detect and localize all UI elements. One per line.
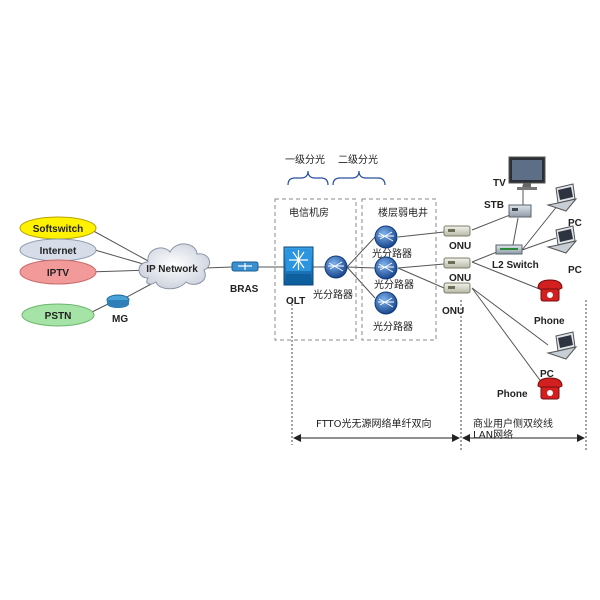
bras-router: BRAS bbox=[230, 261, 259, 295]
phone-2-label: Phone bbox=[497, 389, 528, 400]
ip-network-label: IP Network bbox=[146, 264, 198, 275]
olt-device: OLT bbox=[283, 246, 314, 307]
splitter-1-icon bbox=[374, 225, 398, 249]
pc-3-label: PC bbox=[540, 369, 554, 380]
svg-text:Softswitch: Softswitch bbox=[33, 224, 84, 235]
telecom-room-label: 电信机房 bbox=[289, 206, 329, 219]
pstn-node: PSTN bbox=[21, 303, 95, 327]
pc-3-laptop-icon bbox=[546, 331, 578, 360]
pc-2-laptop-icon bbox=[546, 225, 578, 254]
telecom-room-box bbox=[274, 198, 357, 341]
olt-label: OLT bbox=[286, 296, 305, 307]
mg-label: MG bbox=[112, 314, 128, 325]
phone-1-label: Phone bbox=[534, 316, 565, 327]
level1-brace bbox=[287, 170, 329, 186]
pc-1-label: PC bbox=[568, 218, 582, 229]
floor-shaft-box bbox=[361, 198, 437, 341]
level2-brace bbox=[332, 170, 386, 186]
floor-shaft-label: 楼层弱电井 bbox=[378, 206, 428, 219]
ip-network-cloud-icon: IP Network bbox=[138, 243, 211, 290]
onu-1-device bbox=[443, 225, 471, 237]
level1-label: 一级分光 bbox=[285, 153, 325, 166]
phone-2-icon bbox=[537, 377, 563, 400]
tv-icon bbox=[508, 156, 546, 190]
splitter-2-label: 光分路器 bbox=[374, 278, 414, 291]
svg-text:IPTV: IPTV bbox=[47, 268, 70, 279]
level2-label: 二级分光 bbox=[338, 153, 378, 166]
pc-1-laptop-icon bbox=[546, 183, 578, 212]
splitter-1-label: 光分路器 bbox=[372, 247, 412, 260]
onu-2-device bbox=[443, 257, 471, 269]
internet-node: Internet bbox=[19, 238, 97, 262]
links bbox=[87, 185, 559, 388]
lan-label-line1: 商业用户侧双绞线 bbox=[473, 417, 553, 430]
l2-switch-label: L2 Switch bbox=[492, 260, 539, 271]
guide-lines bbox=[291, 300, 587, 452]
l2-switch-icon bbox=[495, 244, 523, 255]
onu-3-device bbox=[443, 282, 471, 294]
phone-1-icon bbox=[537, 279, 563, 302]
splitter-3-label: 光分路器 bbox=[373, 320, 413, 333]
onu-1-label: ONU bbox=[449, 241, 471, 252]
svg-text:Internet: Internet bbox=[40, 246, 77, 257]
stb-icon bbox=[508, 204, 532, 218]
onu-2-label: ONU bbox=[449, 273, 471, 284]
onu-3-label: ONU bbox=[442, 306, 464, 317]
splitter-3-icon bbox=[374, 291, 398, 315]
splitter-main-label: 光分路器 bbox=[313, 288, 353, 301]
mg-device: MG bbox=[106, 294, 130, 325]
splitter-2-icon bbox=[374, 256, 398, 280]
lan-label-line2: LAN网络 bbox=[473, 428, 513, 441]
pc-2-label: PC bbox=[568, 265, 582, 276]
stb-label: STB bbox=[484, 200, 504, 211]
svg-text:PSTN: PSTN bbox=[45, 311, 72, 322]
bras-label: BRAS bbox=[230, 284, 259, 295]
iptv-node: IPTV bbox=[19, 259, 97, 285]
splitter-main-icon bbox=[324, 255, 348, 279]
ftto-label: FTTO光无源网络单纤双向 bbox=[316, 417, 432, 430]
tv-label: TV bbox=[493, 178, 506, 189]
softswitch-node: Softswitch bbox=[19, 216, 97, 240]
